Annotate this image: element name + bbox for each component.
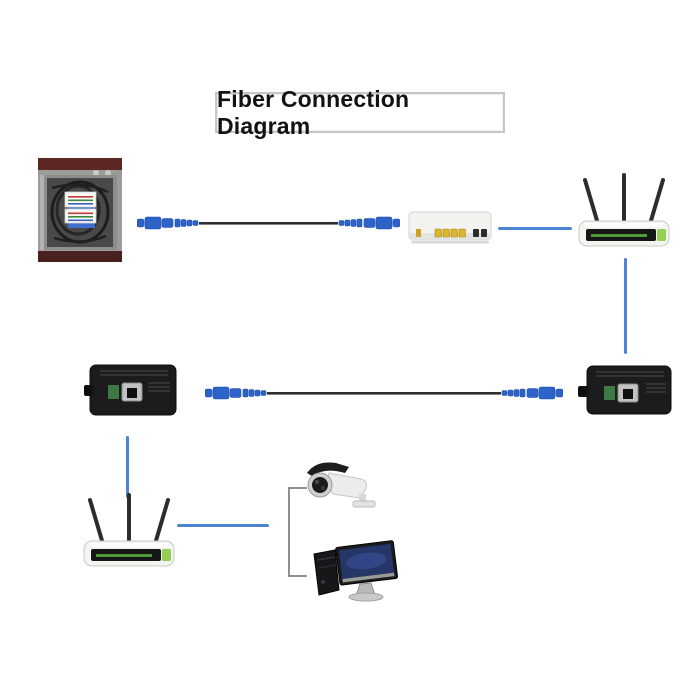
title-box: Fiber Connection Diagram — [215, 86, 505, 139]
rj45-port — [121, 382, 143, 402]
wireless-router-top — [578, 173, 670, 247]
computer-workstation — [313, 540, 398, 602]
converter-vents — [596, 371, 666, 393]
cctv-camera — [307, 462, 376, 508]
router-antennas — [583, 173, 665, 226]
media-converter-right — [578, 365, 672, 415]
converter-vents — [100, 370, 170, 392]
link-router-to-clients — [177, 524, 269, 527]
page-title: Fiber Connection Diagram — [217, 85, 410, 139]
sc-connector-left — [137, 216, 199, 230]
wireless-router-bottom — [83, 493, 175, 567]
link-modem-to-router — [498, 227, 572, 230]
fiber-distribution-box — [38, 158, 122, 262]
lan-ports-yellow — [434, 228, 466, 238]
modem-onu — [408, 211, 492, 244]
modem-logo — [416, 229, 421, 237]
fiber-port — [84, 385, 94, 396]
camera-sun-shield — [307, 462, 349, 476]
router-antennas — [88, 493, 170, 546]
monitor — [335, 540, 398, 586]
wan-ports-dark — [473, 229, 487, 237]
label-card-bottom — [64, 208, 97, 224]
pc-tower — [313, 549, 340, 596]
monitor-stand — [348, 582, 384, 602]
camera-mount — [352, 494, 376, 508]
label-card-top — [64, 191, 97, 208]
link-converter-to-router-bottom — [126, 436, 129, 498]
fiber-patch-cable-middle — [205, 386, 563, 400]
router-indicator-green — [162, 549, 171, 561]
fiber-cable-line — [199, 222, 338, 225]
client-bracket — [288, 487, 307, 577]
sc-connector-left — [205, 386, 267, 400]
converter-pcb — [108, 385, 119, 399]
fiber-port — [578, 386, 589, 397]
rj45-port — [617, 383, 639, 403]
router-indicator-green — [657, 229, 666, 241]
media-converter-left — [84, 364, 177, 416]
coiled-fiber-cables — [50, 180, 110, 244]
sc-connector-right — [338, 216, 400, 230]
camera-lens — [312, 477, 328, 493]
converter-pcb — [604, 386, 615, 400]
sc-connector-right — [501, 386, 563, 400]
fiber-patch-cable-top — [137, 216, 400, 230]
link-router-to-converter-right — [624, 258, 627, 354]
fiber-cable-line — [267, 392, 501, 395]
